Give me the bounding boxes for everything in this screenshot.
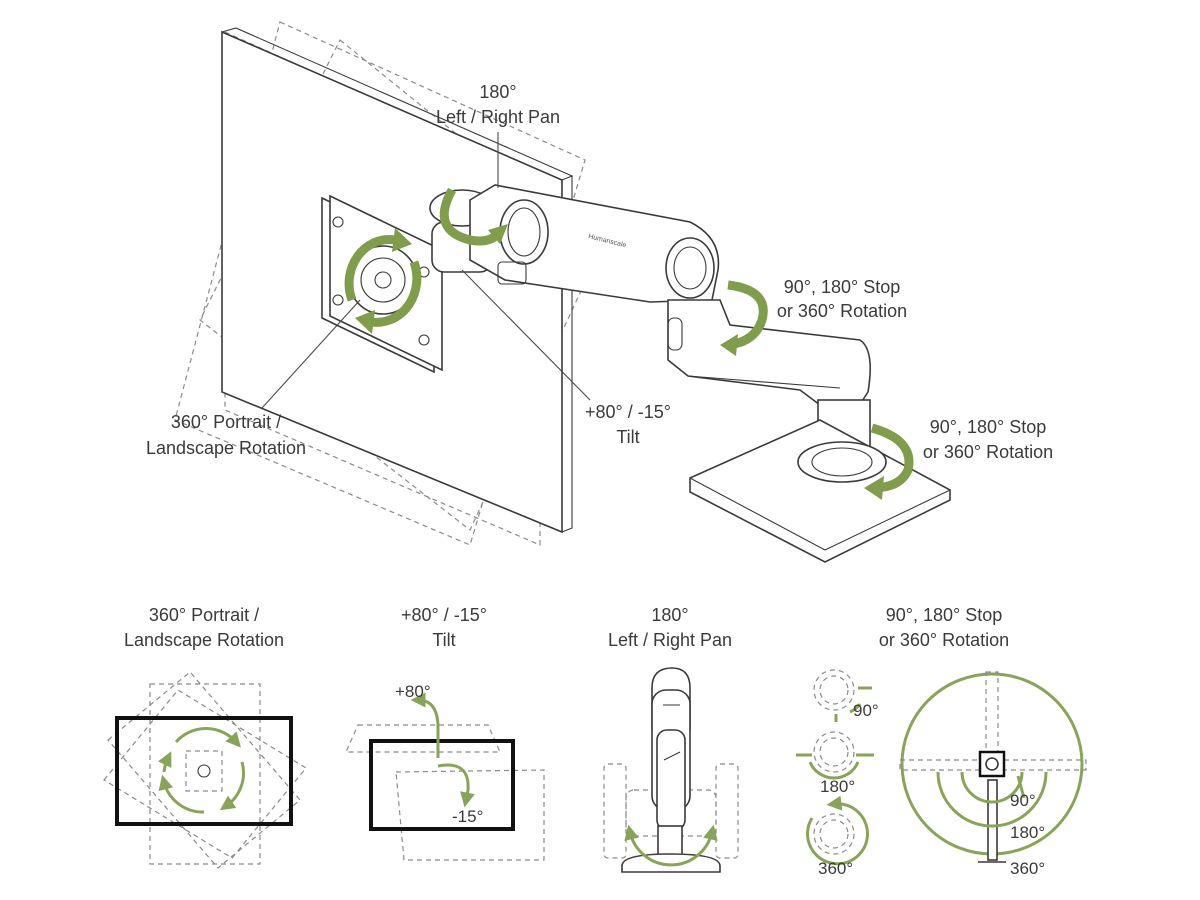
stand-base: [689, 399, 951, 563]
panel-rotation-title-line1: 90°, 180° Stop: [886, 605, 1002, 625]
main-illustration: Humanscale: [146, 21, 1053, 563]
monitor-tilt: [369, 739, 515, 831]
tilt-down-value: -15°: [452, 807, 483, 826]
small-180-label: 180°: [820, 777, 855, 796]
elbow-rotation-arrow: [720, 280, 768, 356]
big-360-label: 360°: [1010, 859, 1045, 878]
lower-arm: [667, 299, 871, 413]
base-rotation-arrow: [864, 423, 914, 500]
leader-lines: [261, 132, 591, 409]
panel-tilt-title-line1: +80° / -15°: [401, 605, 487, 625]
pan-arrow: [439, 187, 508, 246]
base-rotation-label-line1: 90°, 180° Stop: [930, 417, 1046, 437]
small-360-label: 360°: [818, 859, 853, 878]
small-180-stop: 180°: [796, 731, 874, 796]
panel-tilt-title-line2: Tilt: [432, 630, 455, 650]
portrait-label-line2: Landscape Rotation: [146, 438, 306, 458]
panel-rotation-stops: 90°, 180° Stop or 360° Rotation 90° 180°…: [796, 605, 1087, 878]
small-90-stop: 90°: [813, 669, 879, 722]
panel-pan: 180° Left / Right Pan: [603, 605, 739, 873]
panel-portrait-title-line2: Landscape Rotation: [124, 630, 284, 650]
big-rotation-diagram: 90° 180° 360°: [899, 671, 1087, 878]
big-180-label: 180°: [1010, 823, 1045, 842]
panel-portrait-rotation: 360° Portrait / Landscape Rotation: [103, 605, 307, 869]
small-90-label: 90°: [853, 701, 879, 720]
portrait-rotation-arrows: [344, 228, 422, 334]
elbow-rotation-label-line1: 90°, 180° Stop: [784, 277, 900, 297]
small-360-stop: 360°: [806, 795, 869, 878]
monitor-landscape: [115, 716, 293, 826]
tilt-label-line2: Tilt: [616, 427, 639, 447]
upper-arm: Humanscale: [469, 184, 720, 303]
panel-portrait-title-line1: 360° Portrait /: [149, 605, 259, 625]
panel-pan-title-line2: Left / Right Pan: [608, 630, 732, 650]
panel-pan-title-line1: 180°: [651, 605, 688, 625]
pan-label-line2: Left / Right Pan: [436, 107, 560, 127]
big-90-label: 90°: [1010, 791, 1036, 810]
panel-tilt: +80° / -15° Tilt +80° -15°: [345, 605, 545, 861]
pan-label-line1: 180°: [479, 82, 516, 102]
panel-rotation-title-line2: or 360° Rotation: [879, 630, 1009, 650]
elbow-rotation-label-line2: or 360° Rotation: [777, 301, 907, 321]
base-rotation-label-line2: or 360° Rotation: [923, 442, 1053, 462]
portrait-label-line1: 360° Portrait /: [171, 412, 281, 432]
tilt-up-value: +80°: [395, 682, 431, 701]
tilt-label-line1: +80° / -15°: [585, 402, 671, 422]
